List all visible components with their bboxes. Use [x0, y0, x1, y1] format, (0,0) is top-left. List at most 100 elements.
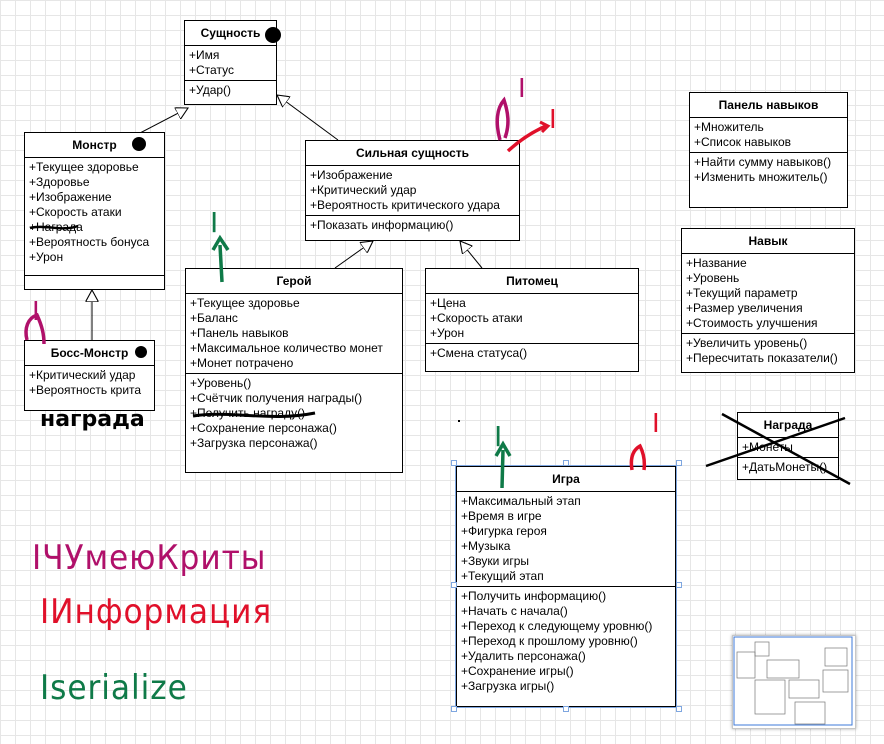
- class-boss-monster[interactable]: Босс-Монстр +Критический удар +Вероятнос…: [24, 340, 155, 411]
- resize-handle-se[interactable]: [676, 706, 682, 712]
- hero-inherits-strong: [334, 241, 373, 269]
- method: +Сохранение персонажа(): [190, 421, 337, 435]
- method: +Изменить множитель(): [694, 170, 828, 184]
- attributes: +Название +Уровень +Текущий параметр +Ра…: [682, 254, 854, 334]
- class-pet[interactable]: Питомец +Цена +Скорость атаки +Урон +Сме…: [425, 268, 639, 372]
- method: +Сохранение игры(): [461, 664, 574, 678]
- attribute: +Максимальный этап: [461, 494, 581, 508]
- class-name: Награда: [738, 413, 838, 438]
- attribute: +Изображение: [310, 168, 393, 182]
- attribute: +Название: [686, 256, 747, 270]
- method: +Смена статуса(): [430, 346, 528, 360]
- stray-dot: [458, 420, 460, 422]
- minimap-preview: [733, 636, 853, 726]
- attribute: +Панель навыков: [190, 326, 289, 340]
- monster-inherits-entity: [139, 108, 188, 134]
- attributes: +Текущее здоровье +Баланс +Панель навыко…: [186, 294, 402, 374]
- legend-info: IИнформация: [40, 592, 273, 632]
- attribute: +Урон: [29, 250, 64, 264]
- class-skills-panel[interactable]: Панель навыков +Множитель +Список навыко…: [689, 92, 848, 208]
- methods: +Получить информацию() +Начать с начала(…: [457, 587, 675, 696]
- resize-handle-n[interactable]: [563, 460, 569, 466]
- method: +Уровень(): [190, 376, 252, 390]
- attribute: +Баланс: [190, 311, 238, 325]
- attribute: +Текущее здоровье: [190, 296, 300, 310]
- methods: +Смена статуса(): [426, 344, 638, 363]
- attribute: +Вероятность крита: [29, 383, 142, 397]
- attribute: +Скорость атаки: [430, 311, 523, 325]
- attribute: +Уровень: [686, 271, 740, 285]
- attribute: +Монеты: [742, 440, 793, 454]
- mark-red-strong: I: [549, 105, 557, 135]
- attribute: +Урон: [430, 326, 465, 340]
- minimap-outline[interactable]: [732, 635, 856, 729]
- method: +Загрузка персонажа(): [190, 436, 318, 450]
- attributes: +Множитель +Список навыков: [690, 118, 847, 153]
- legend-crits: IЧУмеюКриты: [32, 538, 267, 578]
- methods: +Увеличить уровень() +Пересчитать показа…: [682, 334, 854, 368]
- method: +Удар(): [189, 83, 232, 97]
- class-hero[interactable]: Герой +Текущее здоровье +Баланс +Панель …: [185, 268, 403, 473]
- methods: [25, 276, 164, 284]
- attributes: +Текущее здоровье +Здоровье +Изображение…: [25, 158, 164, 276]
- attribute: +Список навыков: [694, 135, 792, 149]
- method: +Начать с начала(): [461, 604, 568, 618]
- mark-green-hero: I: [210, 206, 218, 239]
- attribute: +Максимальное количество монет: [190, 341, 383, 355]
- attributes: +Имя +Статус: [185, 46, 276, 81]
- resize-handle-sw[interactable]: [451, 706, 457, 712]
- attributes: +Критический удар +Вероятность крита: [25, 366, 154, 400]
- class-name: Питомец: [426, 269, 638, 294]
- purple-arrow-strong: [495, 96, 510, 141]
- class-strong-entity[interactable]: Сильная сущность +Изображение +Критическ…: [305, 140, 520, 241]
- method: +Загрузка игры(): [461, 679, 555, 693]
- class-entity[interactable]: Сущность +Имя +Статус +Удар(): [184, 20, 277, 105]
- method: +Удалить персонажа(): [461, 649, 586, 663]
- method: +ДатьМонеты(): [742, 460, 828, 474]
- attribute: +Вероятность бонуса: [29, 235, 150, 249]
- attribute: +Текущий параметр: [686, 286, 798, 300]
- attribute: +Имя: [189, 48, 220, 62]
- attribute: +Стоимость улучшения: [686, 316, 818, 330]
- attribute: +Текущий этап: [461, 569, 544, 583]
- attributes: +Монеты: [738, 438, 838, 458]
- method: +Получить информацию(): [461, 589, 607, 603]
- class-monster[interactable]: Монстр +Текущее здоровье +Здоровье +Изоб…: [24, 132, 165, 290]
- pet-inherits-strong: [460, 241, 483, 269]
- attributes: +Цена +Скорость атаки +Урон: [426, 294, 638, 344]
- resize-handle-e[interactable]: [676, 582, 682, 588]
- method: +Найти сумму навыков(): [694, 155, 832, 169]
- method: +Переход к следующему уровню(): [461, 619, 653, 633]
- method: +Счётчик получения награды(): [190, 391, 363, 405]
- attribute: +Критический удар: [310, 183, 417, 197]
- resize-handle-ne[interactable]: [676, 460, 682, 466]
- strong-inherits-entity: [277, 95, 339, 141]
- attribute: +Текущее здоровье: [29, 160, 139, 174]
- attribute: +Здоровье: [29, 175, 90, 189]
- class-reward[interactable]: Награда +Монеты +ДатьМонеты(): [737, 412, 839, 480]
- method: +Переход к прошлому уровню(): [461, 634, 638, 648]
- attribute: +Изображение: [29, 190, 112, 204]
- class-game[interactable]: Игра +Максимальный этап +Время в игре +Ф…: [455, 465, 677, 708]
- resize-handle-s[interactable]: [563, 706, 569, 712]
- attribute: +Вероятность критического удара: [310, 198, 500, 212]
- attribute: +Цена: [430, 296, 466, 310]
- attribute: +Музыка: [461, 539, 511, 553]
- method: +Получить награду(): [190, 406, 306, 420]
- resize-handle-w[interactable]: [451, 582, 457, 588]
- legend-serialize: Iserialize: [40, 668, 188, 708]
- mark-green-game: I: [494, 420, 502, 453]
- methods: +ДатьМонеты(): [738, 458, 838, 477]
- methods: +Удар(): [185, 81, 276, 100]
- class-name: Герой: [186, 269, 402, 294]
- attribute: +Звуки игры: [461, 554, 530, 568]
- class-name: Сущность: [185, 21, 276, 46]
- attribute: +Статус: [189, 63, 234, 77]
- class-skill[interactable]: Навык +Название +Уровень +Текущий параме…: [681, 228, 855, 373]
- resize-handle-nw[interactable]: [451, 460, 457, 466]
- method: +Увеличить уровень(): [686, 336, 808, 350]
- class-name: Панель навыков: [690, 93, 847, 118]
- mark-purple-strong: I: [518, 74, 526, 104]
- mark-red-game: I: [652, 409, 660, 439]
- methods: +Найти сумму навыков() +Изменить множите…: [690, 153, 847, 187]
